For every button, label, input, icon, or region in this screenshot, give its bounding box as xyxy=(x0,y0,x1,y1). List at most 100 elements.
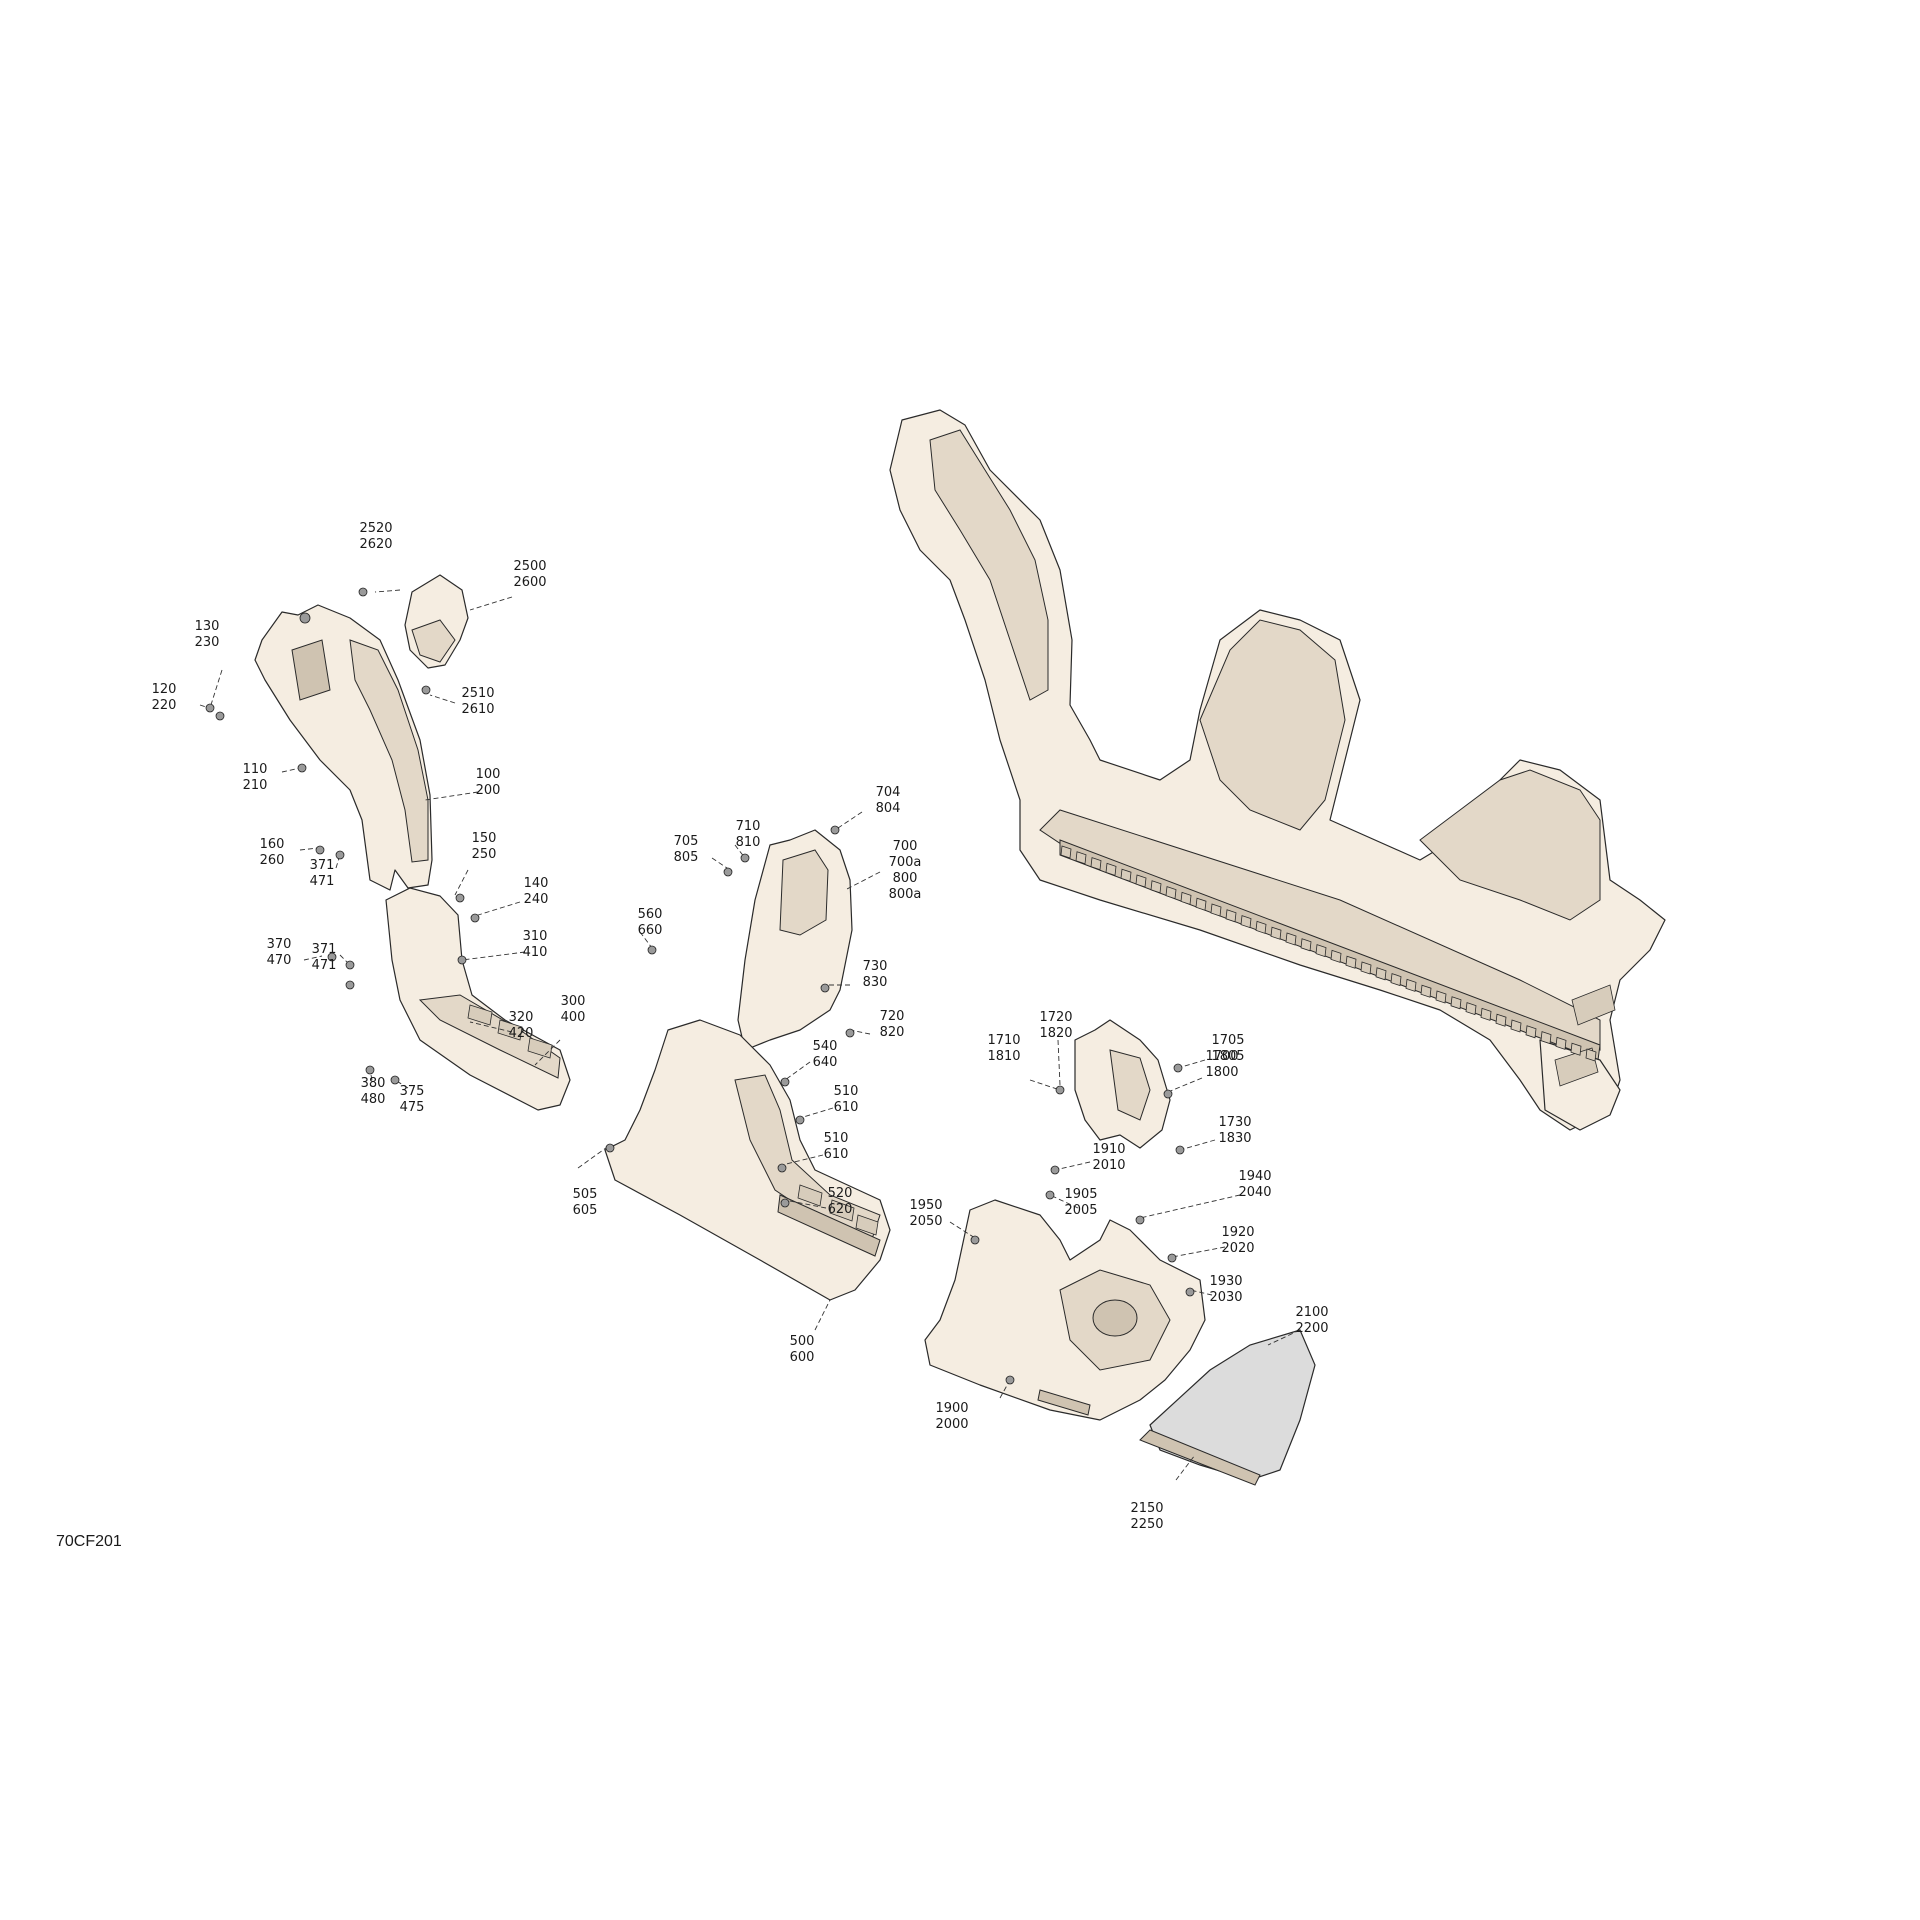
bolt-icon xyxy=(1050,1165,1060,1175)
callout-part-number: 730 xyxy=(863,959,888,974)
callout-part-number: 800 xyxy=(893,871,918,886)
callout-part-number: 810 xyxy=(736,835,761,850)
frame-slot xyxy=(1405,978,1417,992)
callout-part-number: 1930 xyxy=(1209,1274,1242,1289)
bolt-icon xyxy=(1005,1375,1015,1385)
frame-slot xyxy=(1120,868,1132,882)
callout-part-number: 1820 xyxy=(1039,1026,1072,1041)
callout-part-number: 700a xyxy=(889,855,922,870)
leader-line xyxy=(469,596,513,611)
center-rocker-panel xyxy=(604,1019,891,1301)
callout-part-number: 1910 xyxy=(1092,1142,1125,1157)
frame-slot xyxy=(1090,857,1102,871)
leader-line xyxy=(1057,1039,1061,1086)
callout-part-number: 1700 xyxy=(1205,1049,1238,1064)
callout-part-number: 480 xyxy=(361,1092,386,1107)
callout-part-number: 2020 xyxy=(1221,1241,1254,1256)
leader-line xyxy=(781,1154,824,1166)
frame-slot xyxy=(1450,996,1462,1010)
leader-line xyxy=(461,951,526,961)
leader-line xyxy=(1139,1194,1241,1219)
bolt-icon xyxy=(215,711,225,721)
callout-part-number: 420 xyxy=(509,1026,534,1041)
frame-slot xyxy=(1480,1007,1492,1021)
left-pillar-trim xyxy=(254,604,433,891)
callout-part-number: 830 xyxy=(863,975,888,990)
leader-line xyxy=(199,704,216,711)
callout-part-number: 700 xyxy=(893,839,918,854)
callout-part-number: 820 xyxy=(880,1025,905,1040)
bolt-icon xyxy=(1045,1190,1055,1200)
callout-part-number: 705 xyxy=(674,834,699,849)
frame-slot xyxy=(1420,984,1432,998)
callout-part-number: 1920 xyxy=(1221,1225,1254,1240)
bolt-icon xyxy=(1055,1085,1065,1095)
leader-line xyxy=(469,1021,513,1033)
callout-part-number: 410 xyxy=(523,945,548,960)
callout-part-number: 1905 xyxy=(1064,1187,1097,1202)
frame-slot xyxy=(1285,932,1297,946)
frame-slot xyxy=(1555,1036,1567,1050)
bolt-icon xyxy=(327,952,337,962)
frame-slot xyxy=(1300,938,1312,952)
callout-part-number: 2600 xyxy=(513,575,546,590)
callout-part-number: 660 xyxy=(638,923,663,938)
bolt-icon xyxy=(780,1077,790,1087)
leader-line xyxy=(784,1061,811,1081)
callout-part-number: 230 xyxy=(195,635,220,650)
bolt-icon xyxy=(1167,1253,1177,1263)
frame-slot xyxy=(1435,990,1447,1004)
leader-line xyxy=(474,901,521,917)
frame-slot xyxy=(1510,1019,1522,1033)
callout-part-number: 620 xyxy=(828,1202,853,1217)
leader-line xyxy=(1177,1059,1206,1069)
bolt-icon xyxy=(470,913,480,923)
callout-part-number: 320 xyxy=(509,1010,534,1025)
callout-part-number: 300 xyxy=(561,994,586,1009)
rear-floor-tray xyxy=(924,1199,1206,1421)
callout-part-number: 2520 xyxy=(359,521,392,536)
callout-part-number: 375 xyxy=(400,1084,425,1099)
bolt-icon xyxy=(335,850,345,860)
bolt-icon xyxy=(457,955,467,965)
bolt-icon xyxy=(1163,1089,1173,1099)
bolt-icon xyxy=(740,853,750,863)
callout-part-number: 110 xyxy=(243,762,268,777)
callout-part-number: 250 xyxy=(472,847,497,862)
callout-part-number: 2005 xyxy=(1064,1203,1097,1218)
callout-part-number: 140 xyxy=(524,876,549,891)
bolt-icon xyxy=(830,825,840,835)
bolt-icon xyxy=(345,960,355,970)
callout-part-number: 370 xyxy=(267,937,292,952)
leader-line xyxy=(1175,1454,1196,1481)
callout-part-number: 371 xyxy=(310,858,335,873)
bolt-icon xyxy=(795,1115,805,1125)
bolt-icon xyxy=(1175,1145,1185,1155)
callout-part-number: 800a xyxy=(889,887,922,902)
callout-part-number: 380 xyxy=(361,1076,386,1091)
bolt-icon xyxy=(820,983,830,993)
frame-slot xyxy=(1210,903,1222,917)
bolt-icon xyxy=(358,587,368,597)
callout-part-number: 510 xyxy=(824,1131,849,1146)
callout-part-number: 2150 xyxy=(1130,1501,1163,1516)
bolt-icon xyxy=(1135,1215,1145,1225)
callout-part-number: 640 xyxy=(813,1055,838,1070)
